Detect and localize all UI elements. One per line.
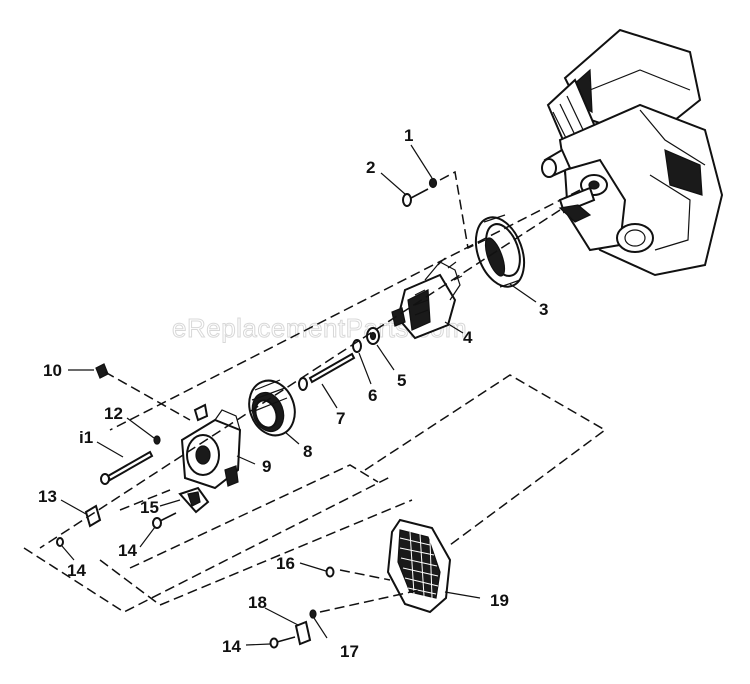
callout-15: 15 xyxy=(140,498,159,517)
callout-8: 8 xyxy=(303,442,312,461)
callout-2: 2 xyxy=(366,158,375,177)
bolt-part-2 xyxy=(402,188,429,207)
stator-ring-part xyxy=(474,214,526,288)
callout-14-c: 14 xyxy=(222,637,241,656)
stator-coil-part xyxy=(248,379,296,437)
callout-1: 1 xyxy=(404,126,413,145)
callout-18: 18 xyxy=(248,593,267,612)
callout-11: i1 xyxy=(79,428,93,447)
callout-12: 12 xyxy=(104,404,123,423)
callout-19: 19 xyxy=(490,591,509,610)
rotor-assembly-part xyxy=(391,257,463,340)
washer-part-1 xyxy=(428,177,438,189)
screw-part-14b xyxy=(56,537,64,547)
callout-6: 6 xyxy=(368,386,377,405)
callout-3: 3 xyxy=(539,300,548,319)
leader-lines xyxy=(60,144,537,646)
callout-14-b: 14 xyxy=(67,561,86,580)
assembly-lines xyxy=(23,170,607,613)
diode-part-15 xyxy=(178,486,210,514)
clamp-part-18 xyxy=(294,620,312,646)
bolt-part-11 xyxy=(100,450,154,485)
end-housing-part xyxy=(180,403,242,490)
callout-labels: 1 2 3 4 5 6 7 8 9 10 i1 12 13 14 14 14 1… xyxy=(38,126,548,661)
callout-9: 9 xyxy=(262,457,271,476)
screw-part-14c xyxy=(269,636,296,649)
grille-cover-part xyxy=(386,518,452,614)
screw-part-16 xyxy=(325,566,335,578)
callout-17: 17 xyxy=(340,642,359,661)
bracket-part-13 xyxy=(84,504,102,528)
callout-5: 5 xyxy=(397,371,406,390)
callout-14-a: 14 xyxy=(118,541,137,560)
callout-10: 10 xyxy=(43,361,62,380)
screw-part-14a xyxy=(152,512,177,529)
through-bolt-part-7 xyxy=(298,352,356,391)
clip-part-10 xyxy=(95,363,109,379)
spacer-part-5 xyxy=(366,327,380,345)
washer-part-17 xyxy=(309,609,317,619)
washer-part-12 xyxy=(153,435,161,445)
callout-16: 16 xyxy=(276,554,295,573)
callout-4: 4 xyxy=(463,328,473,347)
callout-7: 7 xyxy=(336,409,345,428)
engine-block xyxy=(541,28,724,277)
callout-13: 13 xyxy=(38,487,57,506)
